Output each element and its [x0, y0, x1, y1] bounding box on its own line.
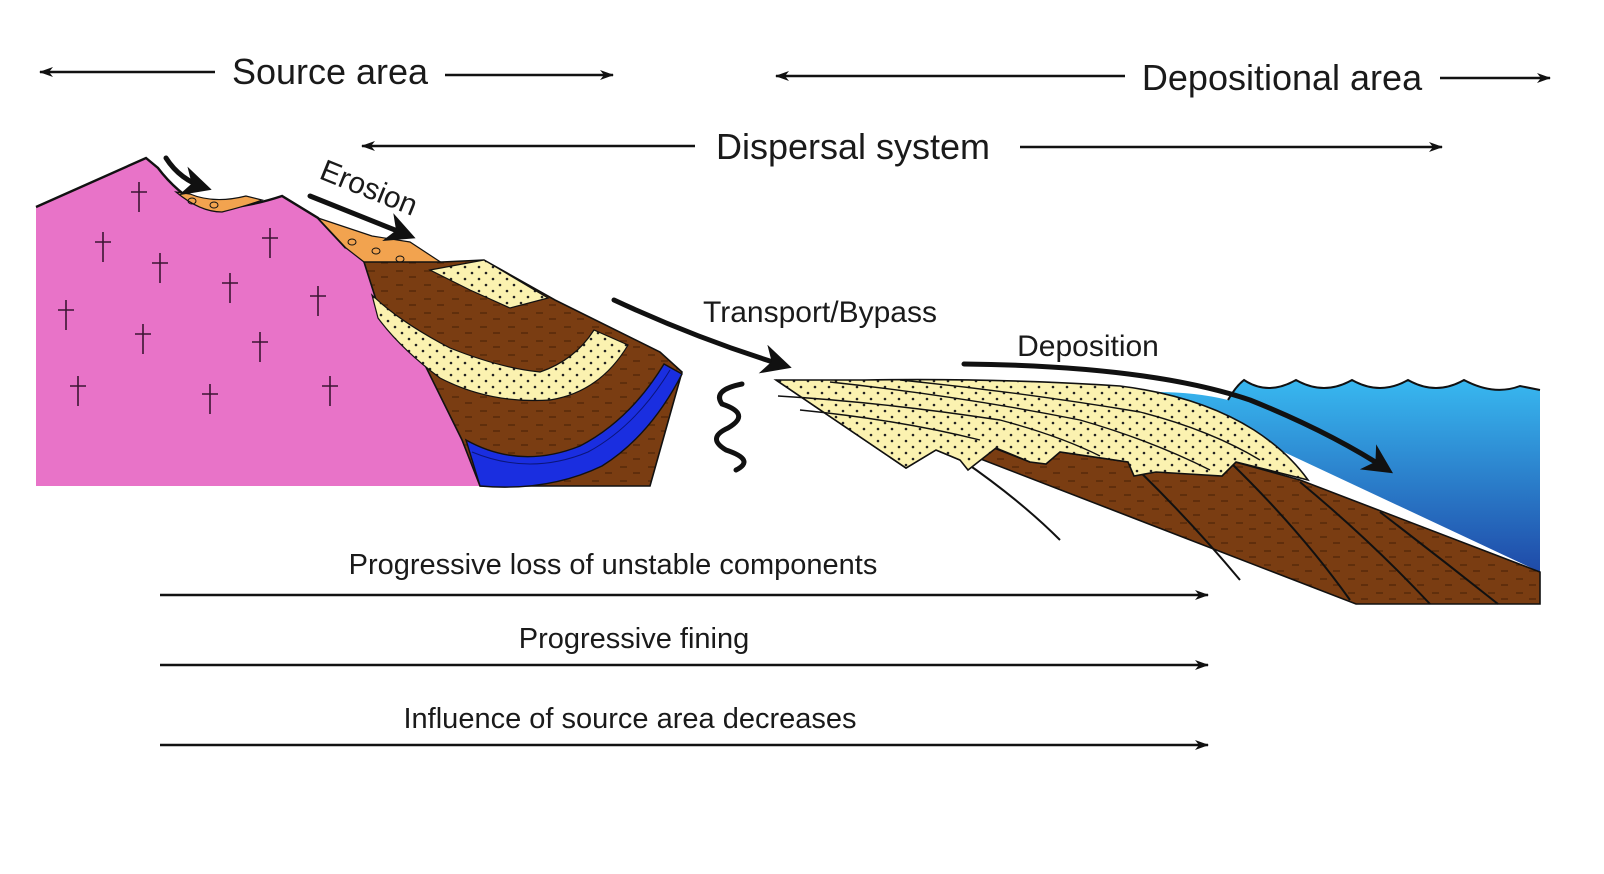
dispersal-system-span: Dispersal system: [361, 126, 1443, 167]
distance-break-squiggle: [714, 381, 747, 473]
erosion-label: Erosion: [315, 154, 422, 223]
folded-strata: [362, 259, 683, 488]
erosion-arrow: [307, 193, 416, 242]
regolith-cover: [173, 191, 444, 269]
basin-clinoform-lines: [961, 459, 1499, 605]
deposition-label: Deposition: [1017, 330, 1159, 363]
deposition-arrow: [961, 361, 1394, 474]
trend-label-source-influence: Influence of source area decreases: [404, 703, 857, 735]
sand-wedges: [773, 378, 1310, 482]
granite-source-block: [35, 156, 480, 486]
source-area-label: Source area: [232, 51, 429, 92]
transport-arrow: [611, 297, 792, 374]
erosion-curved-arrow: [163, 155, 212, 196]
trend-label-fining: Progressive fining: [519, 623, 750, 655]
source-area-span: Source area: [39, 51, 614, 92]
dispersal-system-label: Dispersal system: [716, 126, 990, 167]
depositional-area-label: Depositional area: [1142, 57, 1423, 98]
trend-fining: Progressive fining: [160, 623, 1209, 670]
trend-source-influence: Influence of source area decreases: [160, 703, 1209, 750]
depositional-area-span: Depositional area: [775, 57, 1551, 98]
trend-label-unstable-components: Progressive loss of unstable components: [349, 549, 878, 581]
transport-bypass-label: Transport/Bypass: [703, 296, 937, 329]
granite-cross-symbols: [58, 182, 338, 414]
sand-bedding-lines: [777, 379, 1261, 471]
trend-unstable-components: Progressive loss of unstable components: [160, 549, 1209, 600]
